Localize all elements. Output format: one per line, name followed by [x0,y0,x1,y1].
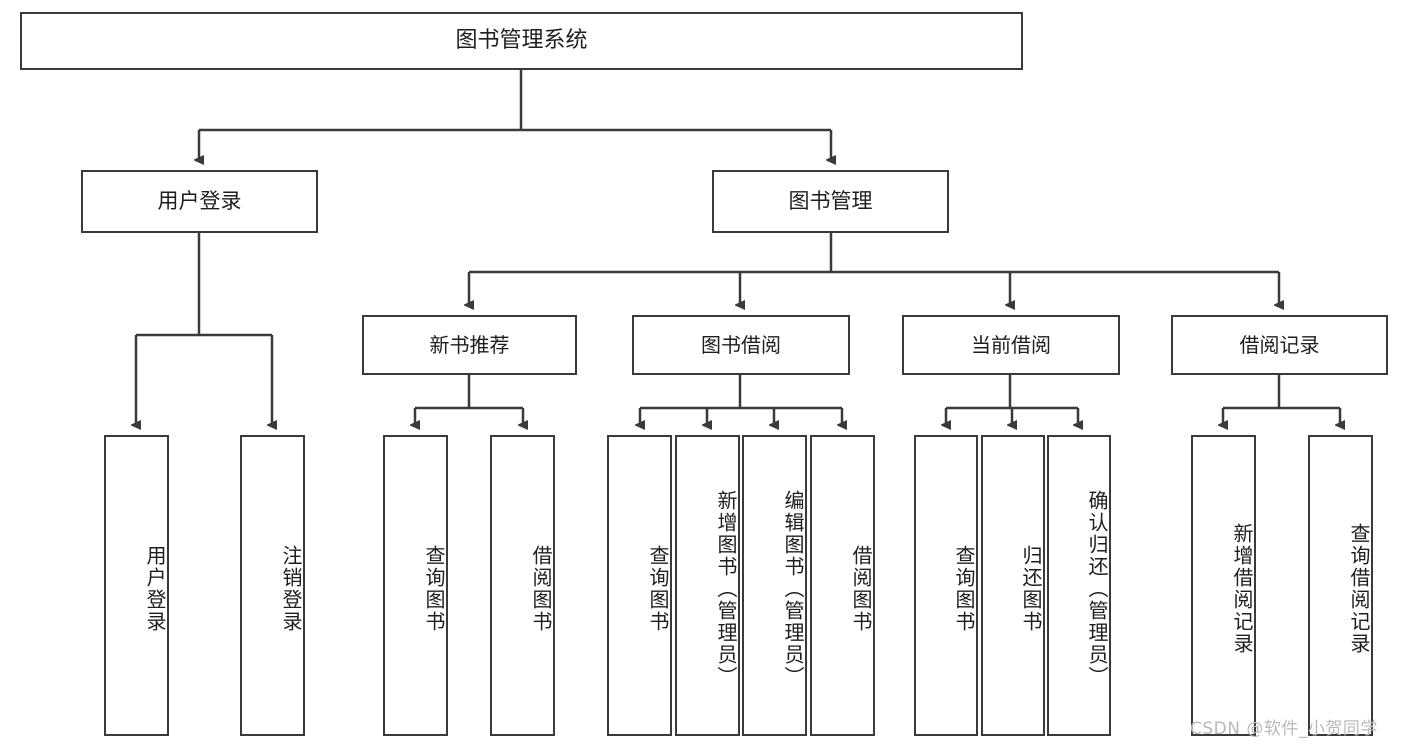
node-label: 归还图书 [1019,544,1043,633]
leaf-user-login-signout[interactable]: 注销登录 [240,435,305,736]
node-label: 图书管理 [788,189,873,214]
node-label: 当前借阅 [971,332,1051,357]
node-label: 查询图书 [422,544,446,633]
node-label: 编辑图书（管理员） [781,489,805,688]
node-label: 查询图书 [952,544,976,633]
node-label: 新增图书（管理员） [714,489,738,688]
node-label: 查询图书 [646,544,670,633]
node-book-management[interactable]: 图书管理 [712,170,949,233]
leaf-borrow-borrow-book[interactable]: 借阅图书 [810,435,875,736]
node-label: 用户登录 [157,189,242,214]
node-label: 用户登录 [143,544,167,633]
node-label: 借阅记录 [1239,332,1320,357]
leaf-borrow-edit-book-admin[interactable]: 编辑图书（管理员） [742,435,807,736]
leaf-borrow-query-book[interactable]: 查询图书 [607,435,672,736]
node-label: 新增借阅记录 [1230,522,1254,655]
node-label: 注销登录 [279,544,303,633]
leaf-borrow-add-book-admin[interactable]: 新增图书（管理员） [675,435,740,736]
leaf-recommend-query-book[interactable]: 查询图书 [383,435,448,736]
node-new-book-recommend[interactable]: 新书推荐 [362,315,577,375]
leaf-current-confirm-return-admin[interactable]: 确认归还（管理员） [1047,435,1111,736]
leaf-current-return-book[interactable]: 归还图书 [981,435,1045,736]
node-borrow-record[interactable]: 借阅记录 [1171,315,1388,375]
leaf-current-query-book[interactable]: 查询图书 [914,435,978,736]
node-root-system[interactable]: 图书管理系统 [20,12,1023,70]
node-label: 借阅图书 [529,544,553,633]
node-label: 查询借阅记录 [1347,522,1371,655]
leaf-record-query-borrow-record[interactable]: 查询借阅记录 [1308,435,1373,736]
csdn-watermark: CSDN @软件_小贺同学 [1190,719,1378,739]
node-label: 新书推荐 [429,332,510,357]
node-label: 图书借阅 [701,332,781,357]
node-user-login[interactable]: 用户登录 [81,170,318,233]
leaf-recommend-borrow-book[interactable]: 借阅图书 [490,435,555,736]
node-label: 借阅图书 [849,544,873,633]
node-book-borrow[interactable]: 图书借阅 [632,315,850,375]
node-label: 图书管理系统 [455,28,588,54]
leaf-record-add-borrow-record[interactable]: 新增借阅记录 [1191,435,1256,736]
leaf-user-login-signin[interactable]: 用户登录 [104,435,169,736]
node-label: 确认归还（管理员） [1085,489,1109,688]
node-current-borrow[interactable]: 当前借阅 [902,315,1120,375]
